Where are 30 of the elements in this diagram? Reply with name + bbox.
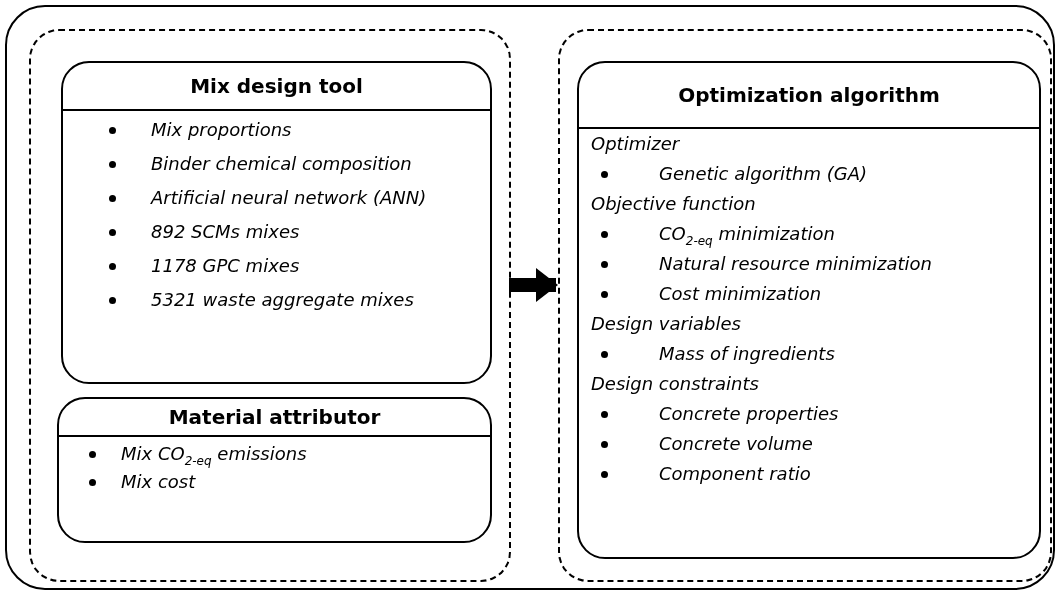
section-label: Objective function (591, 193, 756, 214)
module-card (61, 61, 492, 384)
list-item: Component ratio (659, 463, 811, 484)
section-label: Design constraints (591, 373, 759, 394)
module-card (577, 61, 1041, 559)
card-heading: Optimization algorithm (579, 63, 1039, 129)
card-heading: Mix design tool (63, 63, 490, 111)
card-heading: Material attributor (59, 399, 490, 437)
list-item: Natural resource minimization (659, 253, 932, 274)
list-item: Concrete volume (659, 433, 813, 454)
outer-frame (5, 5, 1055, 590)
module-card (57, 397, 492, 543)
list-item: Artificial neural network (ANN) (151, 187, 427, 208)
list-item: CO$_{2-eq}$ minimization (659, 223, 835, 248)
list-item: Genetic algorithm (GA) (659, 163, 868, 184)
list-item: Mix cost (121, 471, 196, 492)
dashed-group-frame (29, 29, 511, 582)
list-item: Cost minimization (659, 283, 822, 304)
arrow (509, 268, 558, 302)
list-item: Mix CO$_{2-eq}$ emissions (121, 443, 307, 468)
section-label: Design variables (591, 313, 741, 334)
dashed-group-frame (558, 29, 1052, 582)
section-label: Optimizer (591, 133, 680, 154)
list-item: Concrete properties (659, 403, 839, 424)
list-item: Mix proportions (151, 119, 292, 140)
list-item: 5321 waste aggregate mixes (151, 289, 414, 310)
list-item: Binder chemical composition (151, 153, 412, 174)
list-item: 1178 GPC mixes (151, 255, 300, 276)
list-item: Mass of ingredients (659, 343, 835, 364)
list-item: 892 SCMs mixes (151, 221, 300, 242)
